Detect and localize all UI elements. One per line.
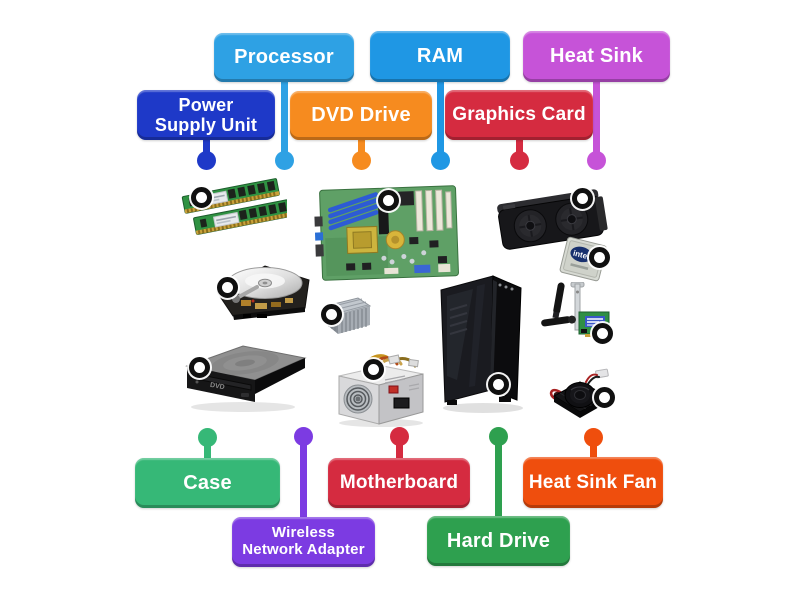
label-heat-sink-stem: [592, 78, 600, 160]
label-ram-stem: [436, 78, 444, 160]
target-ram[interactable]: [190, 186, 212, 208]
case-photo: [440, 275, 523, 413]
label-wireless-network-adapter-stem: [299, 436, 307, 521]
label-case-stem: [203, 437, 211, 462]
heat-sink-fan-photo: [549, 368, 610, 418]
label-ram-text: RAM: [416, 45, 464, 68]
label-hard-drive[interactable]: Hard Drive: [427, 516, 570, 566]
target-power-supply-unit[interactable]: [362, 358, 384, 380]
dvd-logo-text: DVD: [209, 382, 225, 391]
label-motherboard[interactable]: Motherboard: [328, 458, 470, 508]
label-ram[interactable]: RAM: [370, 31, 510, 82]
label-case-dot: [197, 427, 217, 447]
power-supply-photo: [338, 354, 424, 427]
label-heat-sink-fan-text: Heat Sink Fan: [528, 471, 658, 493]
label-graphics-card-text: Graphics Card: [452, 104, 586, 126]
label-motherboard-stem: [395, 436, 403, 462]
label-wireless-network-adapter-dot: [293, 426, 313, 446]
hard-drive-photo: [216, 265, 310, 320]
label-heat-sink-fan-stem: [589, 437, 597, 461]
label-power-supply-unit-text: Power: [178, 94, 234, 115]
label-processor-text: Processor: [234, 46, 334, 69]
label-graphics-card-dot: [509, 150, 529, 170]
label-dvd-drive-stem: [357, 136, 365, 160]
label-ram-dot: [430, 150, 450, 170]
label-wireless-network-adapter-text: Wireless: [271, 524, 336, 542]
label-processor[interactable]: Processor: [214, 33, 354, 82]
target-motherboard[interactable]: [377, 189, 399, 211]
label-wireless-network-adapter-text: Network Adapter: [242, 541, 365, 558]
label-motherboard-text: Motherboard: [339, 472, 459, 494]
label-processor-dot: [274, 150, 294, 170]
ram-photo: [181, 176, 287, 237]
target-hard-drive[interactable]: [216, 276, 238, 298]
label-heat-sink-text: Heat Sink: [550, 45, 643, 68]
target-heat-sink[interactable]: [320, 303, 342, 325]
label-graphics-card-stem: [515, 136, 523, 160]
label-graphics-card[interactable]: Graphics Card: [445, 90, 593, 140]
label-hard-drive-text: Hard Drive: [446, 529, 551, 552]
label-case-text: Case: [183, 471, 232, 494]
label-dvd-drive[interactable]: DVD Drive: [290, 91, 432, 140]
label-dvd-drive-dot: [351, 150, 371, 170]
cpu-logo-text: intel: [572, 249, 590, 262]
label-processor-stem: [280, 78, 288, 160]
label-power-supply-unit-text: Supply Unit: [154, 115, 258, 135]
label-power-supply-unit-dot: [196, 150, 216, 170]
target-wireless-network-adapter[interactable]: [591, 322, 613, 344]
label-motherboard-dot: [389, 426, 409, 446]
dvd-drive-photo: DVD: [185, 345, 307, 412]
label-heat-sink[interactable]: Heat Sink: [523, 31, 670, 82]
target-graphics-card[interactable]: [571, 187, 593, 209]
label-heat-sink-dot: [586, 150, 606, 170]
label-heat-sink-fan-dot: [583, 427, 603, 447]
target-heat-sink-fan[interactable]: [593, 386, 615, 408]
target-dvd-drive[interactable]: [188, 356, 210, 378]
target-cpu[interactable]: [588, 246, 610, 268]
label-hard-drive-dot: [488, 426, 508, 446]
label-case[interactable]: Case: [135, 458, 280, 508]
label-power-supply-unit-stem: [202, 136, 210, 160]
label-hard-drive-stem: [494, 436, 502, 520]
label-heat-sink-fan[interactable]: Heat Sink Fan: [523, 457, 663, 508]
target-case[interactable]: [487, 373, 509, 395]
label-dvd-drive-text: DVD Drive: [311, 104, 411, 127]
